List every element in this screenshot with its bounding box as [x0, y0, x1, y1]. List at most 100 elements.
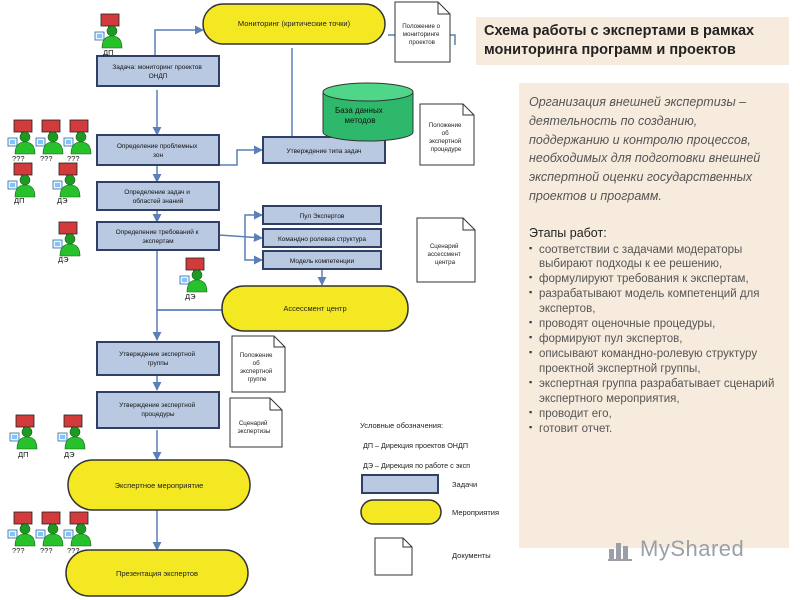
label-de-3: ДЭ [58, 255, 69, 264]
doc3-line1: Сценарий [430, 243, 459, 250]
person-at-computer-icon [7, 162, 36, 198]
person-at-computer-icon [7, 511, 36, 547]
svg-text:Сценарий экспертизы: Сценарий экспертизы [238, 420, 271, 435]
database-methods: База данных методов [322, 82, 414, 142]
doc2-line4: процедуре [431, 146, 462, 153]
legend-events-label: Мероприятия [452, 508, 499, 517]
person-at-computer-icon [9, 414, 38, 450]
doc-monitoring-regulation: Положение о мониторинге проектов [394, 1, 451, 63]
task-expert-requirements: Определение требований к экспертам [96, 221, 220, 251]
database-line1: База данных [335, 106, 383, 115]
task-expert-pool-label: Пул Экспертов [300, 213, 345, 220]
label-de-5: ДЭ [64, 450, 75, 459]
doc5-line1: Сценарий [239, 420, 268, 427]
label-unknown-6c: ??? [67, 546, 80, 555]
svg-text:Сценарий ассессмент: Сценарий ассессмент центра [428, 243, 463, 266]
doc4-line3: экспертной [240, 368, 273, 375]
svg-text:Задача: мониторинг проектов: Задача: мониторинг проектов ОНДП [112, 64, 203, 80]
task-requirements-line1: Определение требований к [116, 228, 199, 236]
doc2-line3: экспертной [429, 138, 462, 145]
task-competence-model: Модель компетенции [262, 250, 382, 270]
svg-text:Определение проблемных з: Определение проблемных зон [117, 142, 199, 159]
svg-text:База данных методов: База данных методов [335, 106, 385, 125]
doc1-line3: проектов [409, 39, 436, 46]
legend-title: Условные обозначения: [360, 421, 443, 430]
person-at-computer-icon [52, 221, 81, 257]
task-problem-zones-line1: Определение проблемных [117, 142, 198, 150]
task-competence-label: Модель компетенции [290, 258, 355, 265]
legend-document-swatch [374, 537, 413, 576]
legend-event-swatch [360, 499, 442, 525]
doc1-line1: Положение о [402, 23, 440, 30]
person-at-computer-icon [57, 414, 86, 450]
person-at-computer-icon [35, 119, 64, 155]
event-label: Экспертное мероприятие [115, 481, 204, 490]
task-areas-line2: областей знаний [133, 197, 184, 205]
doc4-line4: группе [248, 376, 267, 383]
task-approve-procedure: Утверждение экспертной процедуры [96, 391, 220, 429]
task-group-line1: Утверждение экспертной [119, 350, 195, 358]
doc-group-regulation: Положение об экспертной группе [231, 335, 286, 393]
stage-item: проводят оценочные процедуры, [529, 317, 779, 332]
person-at-computer-icon [35, 511, 64, 547]
doc4-line2: об [253, 360, 260, 367]
ellipse-expert-event: Экспертное мероприятие [67, 459, 251, 511]
task-monitoring-line2: ОНДП [149, 73, 168, 80]
label-dp-5: ДП [18, 450, 28, 459]
doc5-line2: экспертизы [238, 428, 271, 435]
doc2-line2: об [442, 130, 449, 137]
label-de-2: ДЭ [57, 196, 68, 205]
task-procedure-line1: Утверждение экспертной [119, 401, 195, 409]
stage-item: описывают командно-ролевую структуру про… [529, 347, 779, 377]
slide-title: Схема работы с экспертами в рамках монит… [476, 17, 789, 65]
ellipse-monitoring: Мониторинг (критические точки) [202, 3, 386, 45]
task-monitoring-line1: Задача: мониторинг проектов [112, 64, 202, 71]
legend-docs-label: Документы [452, 551, 491, 560]
stage-item: формулируют требования к экспертам, [529, 272, 779, 287]
label-unknown-1a: ??? [12, 154, 25, 163]
watermark-text: MyShared [640, 536, 745, 561]
legend-task-swatch [361, 474, 439, 494]
stage-item: проводит его, [529, 407, 779, 422]
doc-expertise-scenario: Сценарий экспертизы [229, 397, 283, 448]
stages-list: соответствии с задачами модераторы выбир… [529, 243, 779, 437]
task-expert-pool: Пул Экспертов [262, 205, 382, 225]
ellipse-presentation: Презентация экспертов [65, 549, 249, 597]
legend-dp-definition: ДП – Дирекция проектов ОНДП [363, 441, 468, 450]
person-at-computer-icon [63, 511, 92, 547]
person-figures [7, 13, 208, 547]
connectors [152, 25, 456, 551]
doc3-line2: ассессмент [428, 251, 461, 258]
person-at-computer-icon [52, 162, 81, 198]
doc3-line3: центра [435, 259, 456, 266]
assessment-label: Ассессмент центр [283, 304, 346, 313]
label-dp-2: ДП [14, 196, 24, 205]
label-dp-top: ДП [103, 48, 113, 57]
doc-assessment-scenario: Сценарий ассессмент центра [416, 217, 476, 283]
svg-text:Определение задач и обла: Определение задач и областей знаний [124, 189, 191, 205]
doc-expertise-regulation: Положение об экспертной процедуре [419, 103, 475, 166]
stage-item: формируют пул экспертов, [529, 332, 779, 347]
chart-logo-icon [608, 543, 632, 561]
ellipse-assessment: Ассессмент центр [221, 285, 409, 332]
task-role-structure: Командно ролевая структура [262, 228, 382, 248]
task-procedure-line2: процедуры [141, 411, 174, 418]
label-unknown-6b: ??? [40, 546, 53, 555]
person-labels: ДП ??? ??? ??? ДП ДЭ ДЭ ДЭ ДП ДЭ ??? ???… [12, 48, 196, 555]
svg-text:Положение об экспе: Положение об экспертной группе [240, 352, 274, 383]
task-requirements-line2: экспертам [142, 238, 174, 245]
stage-item: разрабатывают модель компетенций для экс… [529, 287, 779, 317]
stages-title: Этапы работ: [529, 225, 607, 240]
doc2-line1: Положение [429, 122, 462, 129]
person-at-computer-icon [63, 119, 92, 155]
stage-item: готовит отчет. [529, 422, 779, 437]
person-at-computer-icon [94, 13, 123, 49]
label-de-4: ДЭ [185, 292, 196, 301]
task-problem-zones: Определение проблемных зон [96, 134, 220, 166]
person-at-computer-icon [179, 257, 208, 293]
label-unknown-1c: ??? [67, 154, 80, 163]
label-unknown-6a: ??? [12, 546, 25, 555]
stage-item: соответствии с задачами модераторы выбир… [529, 243, 779, 273]
monitoring-label: Мониторинг (критические точки) [238, 19, 351, 28]
